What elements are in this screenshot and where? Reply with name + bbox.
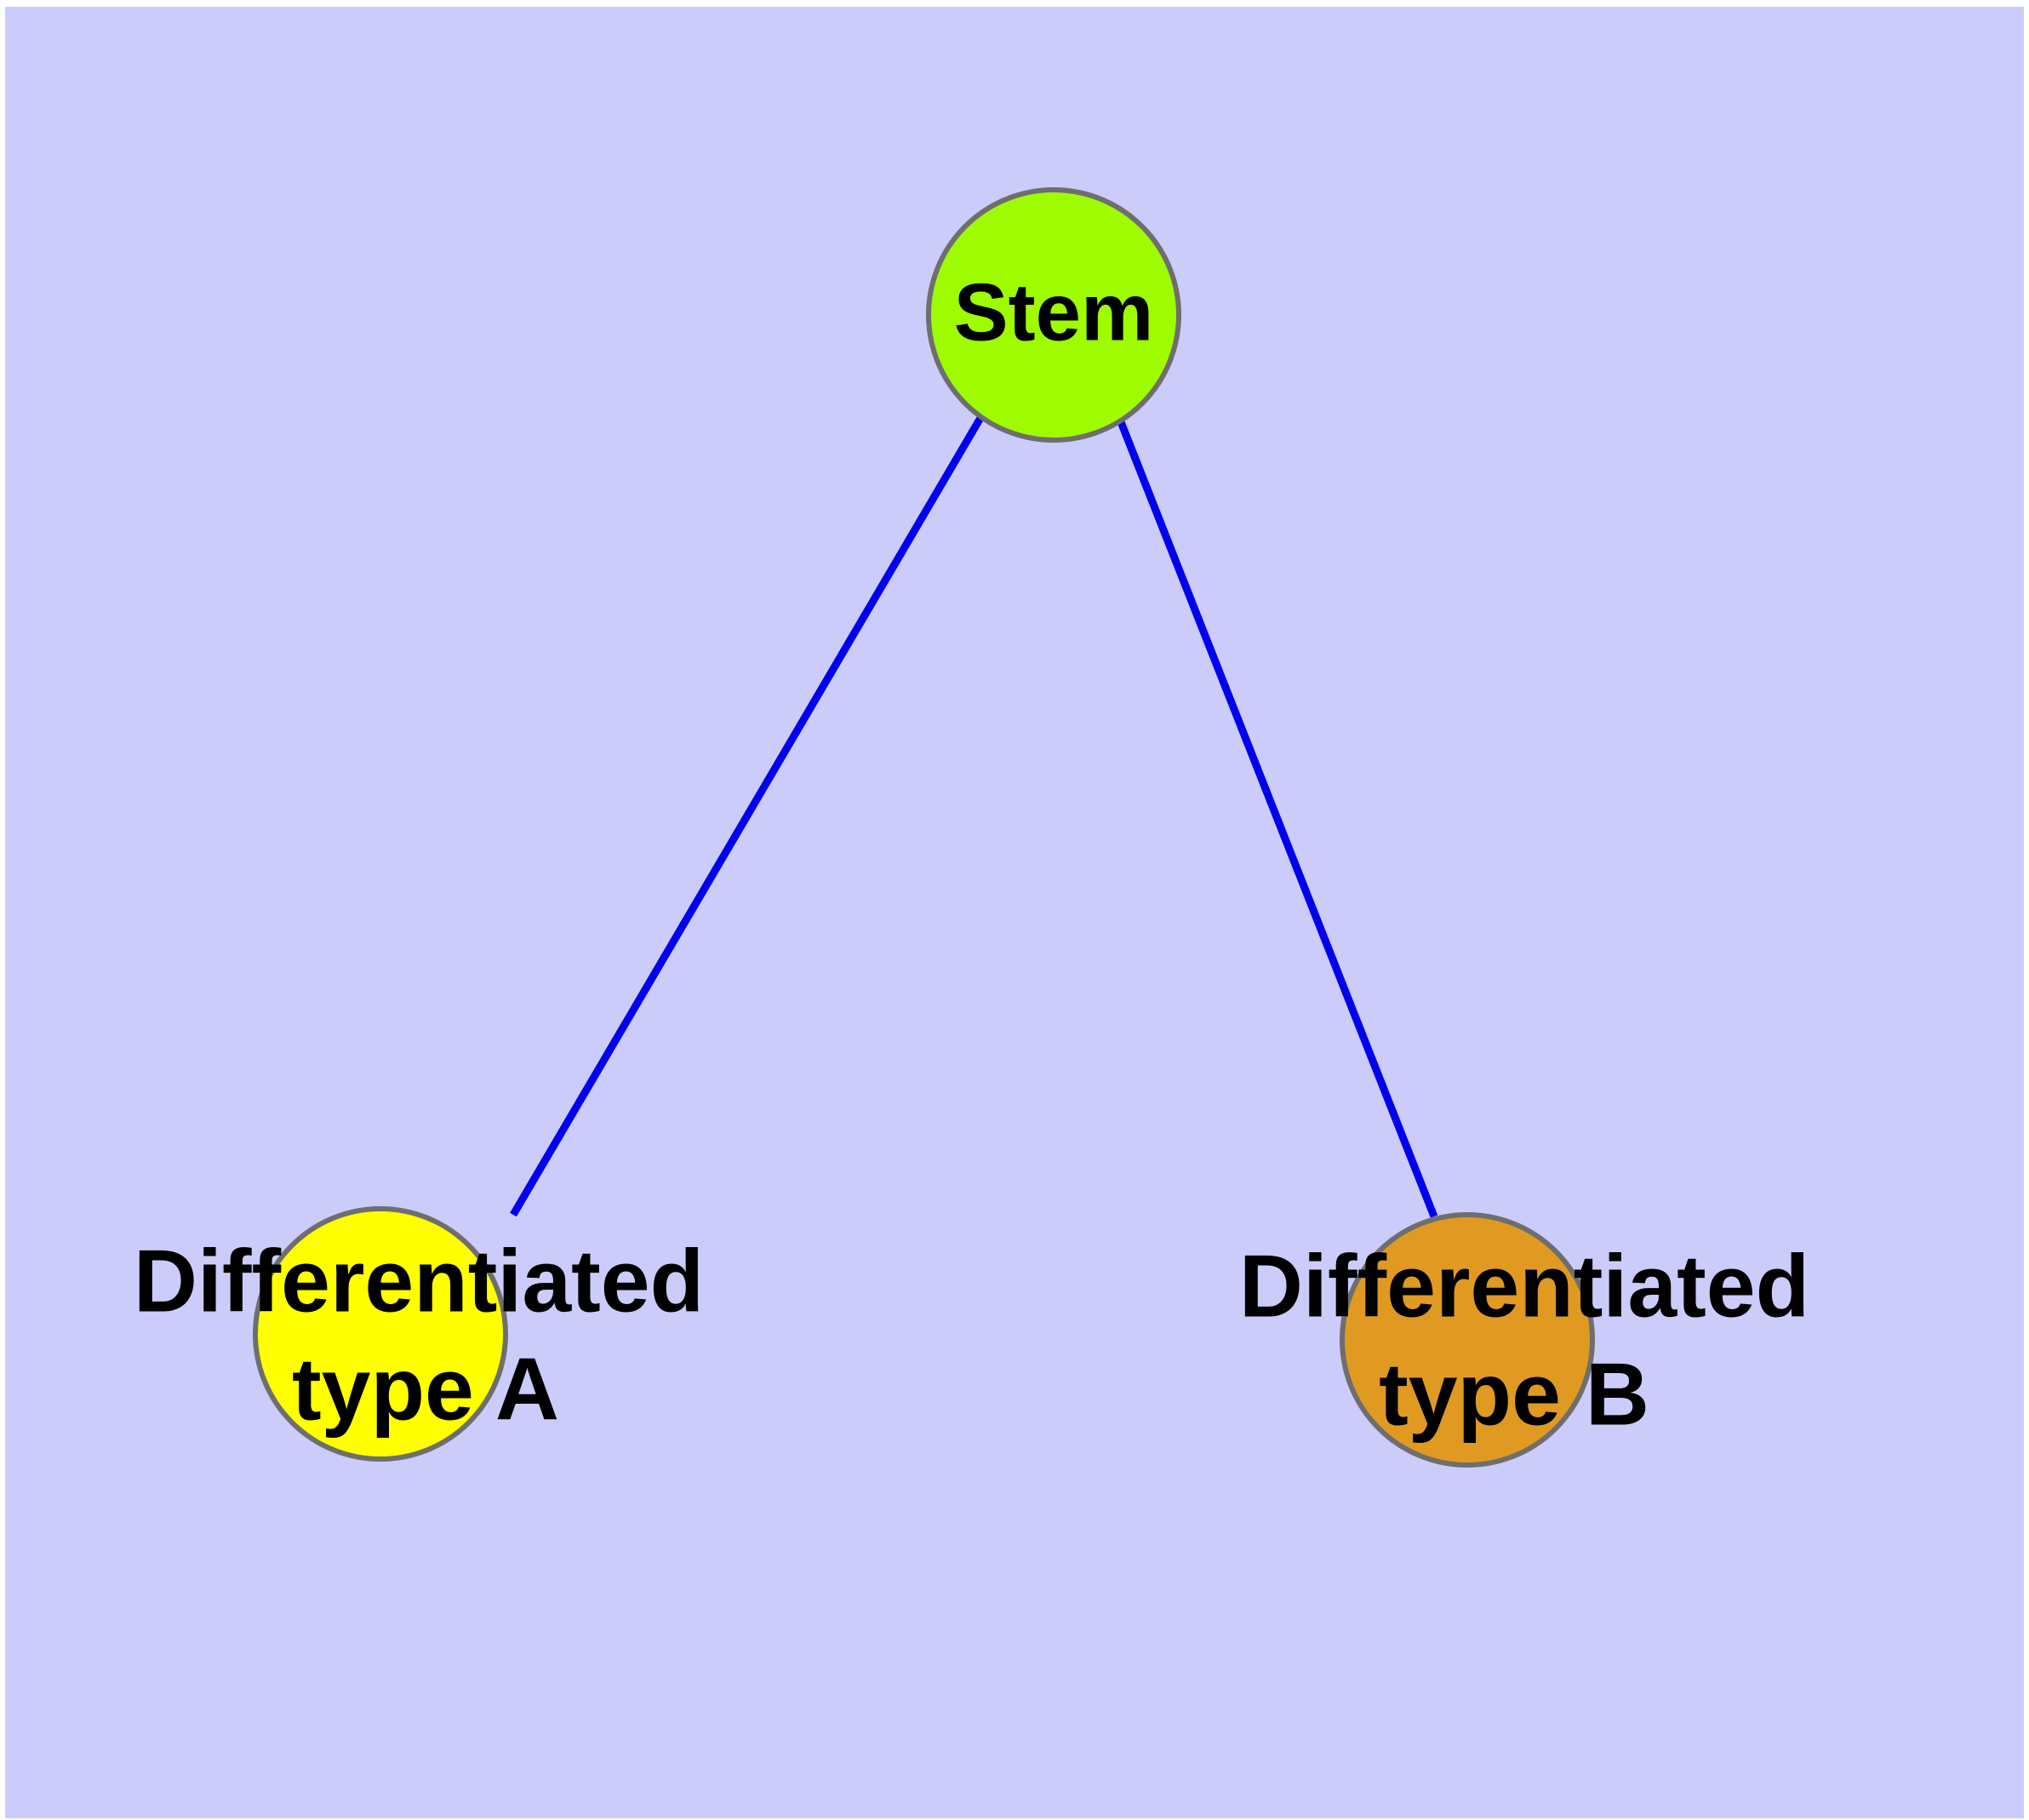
node-label-differentiated-type-a-line2: type A xyxy=(292,1340,559,1439)
node-circle-differentiated-type-b[interactable] xyxy=(1340,1212,1595,1468)
edge-stem-to-differentiated-type-b xyxy=(1112,409,1438,1218)
node-label-differentiated-type-a-line1: Differentiated xyxy=(134,1232,704,1331)
node-label-differentiated-type-b-line2: type B xyxy=(1379,1345,1649,1444)
node-differentiated-type-b[interactable] xyxy=(1340,1212,1595,1468)
node-circle-differentiated-type-a[interactable] xyxy=(253,1206,508,1462)
node-label-stem: Stem xyxy=(954,266,1154,358)
node-label-differentiated-type-b-line1: Differentiated xyxy=(1239,1237,1809,1336)
node-differentiated-type-a[interactable] xyxy=(253,1206,508,1462)
node-label-group-differentiated-type-b: Differentiated type B xyxy=(1239,1237,1809,1444)
node-stem[interactable]: Stem xyxy=(926,187,1181,443)
node-circle-stem[interactable] xyxy=(926,187,1181,443)
edge-stem-to-differentiated-type-a xyxy=(510,415,984,1217)
node-label-group-differentiated-type-a: Differentiated type A xyxy=(134,1232,704,1439)
